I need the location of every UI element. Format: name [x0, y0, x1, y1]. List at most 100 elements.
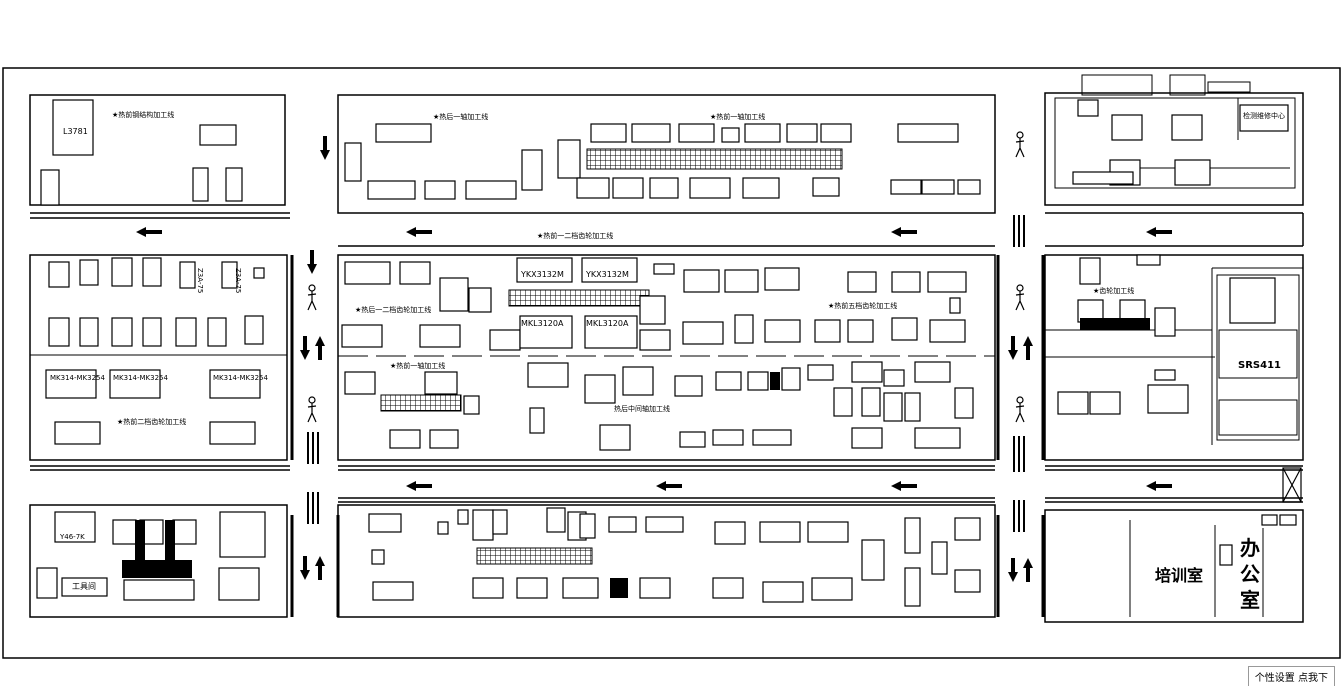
personal-settings-link[interactable]: 个性设置 点我下 [1247, 666, 1335, 686]
arrow-icon [1146, 481, 1172, 491]
machine-box [472, 509, 494, 541]
machine-box [599, 424, 631, 451]
machine-box [584, 374, 616, 404]
machine-box [954, 569, 981, 593]
machine-box [724, 269, 759, 293]
arrow-icon [406, 227, 432, 237]
machine-box [927, 271, 967, 293]
pedestrian-icon [307, 284, 317, 311]
machine-box [253, 267, 265, 279]
machine-box [914, 427, 961, 449]
machine-box [419, 324, 461, 348]
machine-box [1154, 307, 1176, 337]
machine-box [622, 366, 654, 396]
zone6-m2: Z3A-75 [234, 268, 242, 294]
machine-box [581, 257, 638, 283]
machine-box [683, 269, 720, 293]
zone6-m4: MK314-MK3254 [113, 374, 168, 382]
machine-box [904, 567, 921, 607]
zone7-title4: ★热前五档齿轮加工线 [828, 302, 898, 310]
machine-box [861, 539, 885, 581]
arrow-icon [1146, 227, 1172, 237]
machine-box [557, 139, 581, 179]
machine-box [54, 421, 101, 445]
zone6-m3: MK314-MK3254 [50, 374, 105, 382]
arrow-icon [307, 250, 317, 274]
machine-box [472, 577, 504, 599]
machine-box [489, 329, 521, 351]
zone9-room: 工具间 [72, 582, 96, 591]
machine-box [954, 387, 974, 419]
machine-box [590, 123, 627, 143]
machine-box [367, 180, 416, 200]
arrow-icon [300, 556, 310, 580]
machine-box [883, 392, 903, 422]
machine-box [752, 429, 792, 446]
arrow-icon [891, 481, 917, 491]
machine-box [244, 315, 264, 345]
zone1-title: ★热前钢结构加工线 [112, 111, 175, 119]
machine-box [527, 362, 569, 388]
zone6-m5: MK314-MK3254 [213, 374, 268, 382]
machine-box [1229, 277, 1276, 324]
gate-icon [1282, 467, 1302, 503]
machine-box [1111, 114, 1143, 141]
machine-box [123, 579, 195, 601]
machine-box [747, 371, 769, 391]
machine-box [54, 511, 96, 543]
machine-box [1057, 391, 1089, 415]
machine-box [812, 177, 840, 197]
machine-box [1079, 257, 1101, 285]
machine-box [891, 317, 918, 341]
zone-top-right [1044, 92, 1304, 206]
machine-box [389, 429, 421, 449]
machine-box [674, 375, 703, 397]
machine-box [225, 167, 243, 202]
machine-box [1154, 369, 1176, 381]
zone-mid-middle [337, 254, 996, 461]
machine-box [689, 177, 731, 199]
machine-box [61, 577, 108, 597]
machine-box [653, 263, 675, 275]
machine-box [883, 369, 905, 387]
machine-box [1261, 514, 1278, 526]
machine-box [929, 319, 966, 343]
machine-box [584, 315, 638, 349]
zone-top-middle [337, 94, 996, 214]
machine-box [1174, 159, 1211, 186]
machine-box [639, 295, 666, 325]
zone9-machine: Y46-7K [60, 533, 85, 541]
zone-top-left [29, 94, 286, 206]
arrow-icon [1008, 558, 1018, 582]
arrow-icon [315, 556, 325, 580]
machine-box [807, 364, 834, 381]
machine-box [48, 261, 70, 288]
machine-box [759, 521, 801, 543]
machine-box [36, 567, 58, 599]
machine-box [742, 177, 780, 199]
zone-bottom-left [29, 504, 288, 618]
machine-box [192, 167, 209, 202]
machine-box [79, 317, 99, 347]
machine-box [179, 261, 196, 289]
zone8-machine: SRS411 [1238, 360, 1281, 371]
machine-box [463, 395, 480, 415]
machine-box [209, 369, 261, 399]
machine-box [371, 549, 385, 565]
machine-box [764, 267, 800, 291]
machine-box [1072, 171, 1134, 185]
zone7-title2: ★热前一轴加工线 [390, 362, 446, 370]
machine-box [579, 513, 596, 539]
machine-box [344, 371, 376, 395]
zone7-hob1: YKX3132M [521, 270, 564, 279]
machine-box [516, 577, 548, 599]
machine-box [372, 581, 414, 601]
machine-box [715, 371, 742, 391]
machine-box [109, 369, 161, 399]
outer-boundary [2, 67, 1341, 659]
zone-bottom-right [1044, 509, 1304, 623]
machine-box [612, 177, 644, 199]
machine-box [814, 319, 841, 343]
machine-box [957, 179, 981, 195]
